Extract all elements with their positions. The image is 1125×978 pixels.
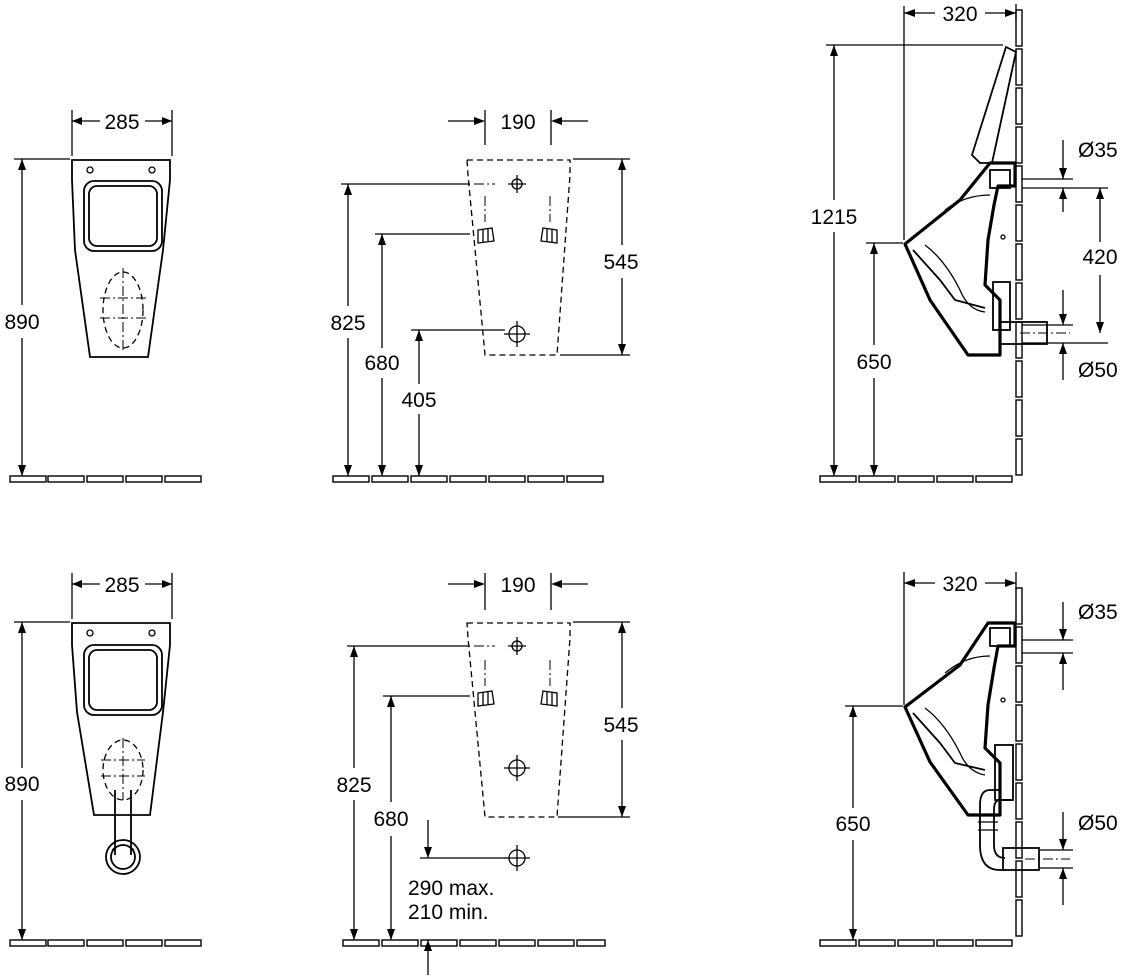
outlet-hole: [504, 845, 530, 871]
dim-outlet-diameter: Ø50: [1078, 812, 1118, 835]
fixing-right: [540, 690, 558, 707]
dim-inlet-diameter: Ø35: [1078, 139, 1118, 162]
floor: [332, 475, 604, 483]
outlet-hole: [504, 321, 530, 347]
dim-outlet-min: 210 min.: [408, 901, 489, 924]
outlet: [992, 281, 1011, 331]
top-front-view: 285 890: [4, 110, 202, 483]
dim-rim-height: 650: [835, 813, 870, 836]
dim-fixing: 680: [373, 808, 408, 831]
dim-outlet-max: 290 max.: [408, 877, 494, 900]
floor: [9, 939, 202, 947]
inspection-cover: [88, 649, 158, 711]
floor: [9, 475, 202, 483]
outlet: [994, 744, 1014, 801]
lid: [970, 45, 1018, 164]
dim-depth: 320: [942, 3, 977, 26]
outlet-hidden: [102, 271, 144, 349]
dim-height: 890: [4, 311, 39, 334]
fixing-left: [477, 690, 495, 707]
mount-outline: [466, 622, 571, 818]
top-side-view: 320 1215 650 Ø35 420 Ø50: [811, 3, 1118, 483]
floor: [819, 475, 1013, 483]
dim-outline-height: 545: [603, 714, 638, 737]
bottom-mount-view: 190 545 825 680 290 max. 210 min.: [336, 573, 639, 975]
trap: [105, 790, 141, 875]
dim-depth: 320: [942, 573, 977, 596]
floor: [342, 939, 606, 947]
dim-width: 285: [104, 111, 139, 134]
dim-rim-height: 650: [856, 351, 891, 374]
fixing-right: [540, 227, 558, 244]
bottom-side-view: 320 650 Ø35 Ø50: [819, 572, 1118, 947]
inspection-cover: [88, 185, 158, 247]
upper-hole: [474, 175, 526, 193]
urinal-body: [903, 621, 1017, 817]
dim-hole-spacing: 190: [500, 574, 535, 597]
fixing-left: [477, 227, 495, 244]
dim-fixing: 680: [364, 352, 399, 375]
dim-hole-spacing: 190: [500, 111, 535, 134]
dim-height: 890: [4, 773, 39, 796]
dim-outline-height: 545: [603, 251, 638, 274]
mount-outline: [466, 159, 571, 356]
dim-upper-hole: 825: [336, 774, 371, 797]
urinal-body: [903, 161, 1017, 357]
bottom-front-view: 285 890: [4, 573, 202, 947]
wall: [1015, 587, 1023, 937]
urinal-outline: [71, 159, 171, 358]
inner-outlet-hole: [504, 755, 530, 781]
dim-inlet-diameter: Ø35: [1078, 601, 1118, 624]
dim-outlet-diameter: Ø50: [1078, 359, 1118, 382]
inlet: [989, 169, 1011, 189]
dim-width: 285: [104, 574, 139, 597]
dim-total-height: 1215: [811, 206, 858, 229]
dim-inlet-outlet-spacing: 420: [1082, 246, 1117, 269]
trap: [978, 789, 1040, 871]
top-mount-view: 190 545 825 680 405: [330, 110, 639, 483]
wall: [1015, 9, 1023, 476]
dim-outlet: 405: [401, 389, 436, 412]
inlet: [989, 627, 1011, 647]
urinal-outline: [71, 622, 171, 816]
upper-hole: [474, 637, 526, 655]
dim-upper-hole: 825: [330, 312, 365, 335]
floor: [819, 939, 1013, 947]
